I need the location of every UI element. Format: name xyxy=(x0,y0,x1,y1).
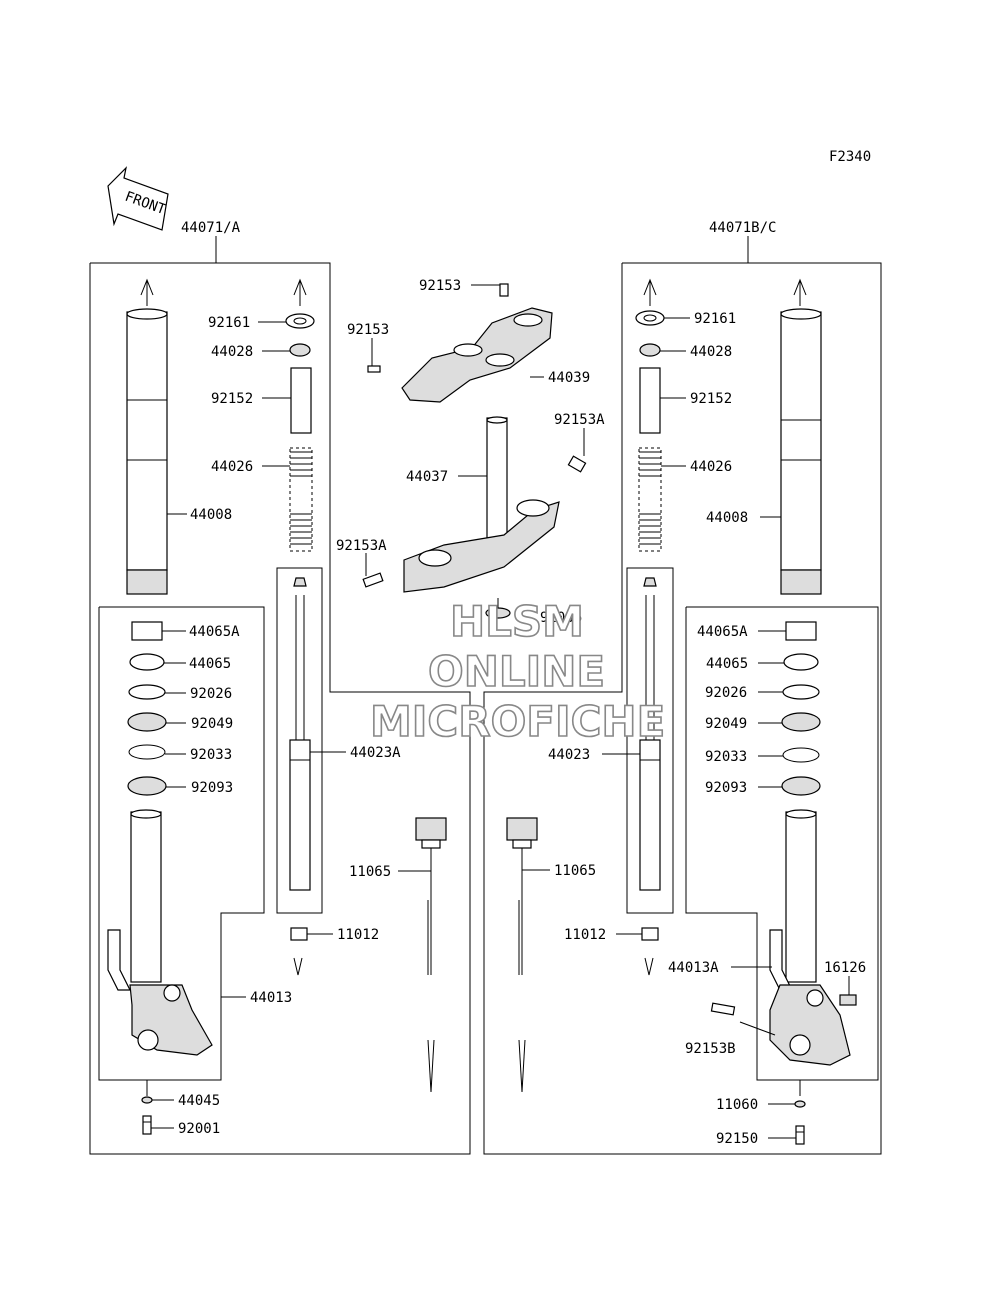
collar-92152-left xyxy=(290,367,312,434)
part-label[interactable]: 92153 xyxy=(419,278,461,294)
part-label[interactable]: 92093 xyxy=(705,780,747,796)
part-label[interactable]: 92152 xyxy=(690,391,732,407)
part-label[interactable]: 92152 xyxy=(211,391,253,407)
part-label[interactable]: 92049 xyxy=(705,716,747,732)
watermark-line1: HLSM xyxy=(450,597,584,646)
part-label[interactable]: 44065 xyxy=(706,656,748,672)
outer-tube-left xyxy=(126,278,168,595)
part-label[interactable]: 92026 xyxy=(705,685,747,701)
part-label[interactable]: 11012 xyxy=(337,927,379,943)
part-label[interactable]: 44037 xyxy=(406,469,448,485)
part-label[interactable]: 92049 xyxy=(191,716,233,732)
steering-stem-44037 xyxy=(362,416,587,593)
part-label[interactable]: 92033 xyxy=(705,749,747,765)
upper-bracket-44039 xyxy=(367,283,553,403)
part-label[interactable]: 92066 xyxy=(540,610,582,626)
dust-seal-92093-left xyxy=(127,776,167,796)
bushing-11012-right xyxy=(641,927,659,976)
bushing-44065a-right xyxy=(785,621,817,641)
bushing-44065a-left xyxy=(131,621,163,641)
bolt-92150-right xyxy=(795,1125,805,1145)
cartridge-11065-right xyxy=(506,817,538,1093)
part-label[interactable]: 44026 xyxy=(690,459,732,475)
part-label[interactable]: 92033 xyxy=(190,747,232,763)
part-label[interactable]: 44028 xyxy=(211,344,253,360)
part-label[interactable]: 92161 xyxy=(208,315,250,331)
part-label[interactable]: 44065 xyxy=(189,656,231,672)
watermark-line3: MICROFICHE xyxy=(370,697,665,746)
part-label[interactable]: 92026 xyxy=(190,686,232,702)
part-label[interactable]: 92153A xyxy=(336,538,387,554)
part-label[interactable]: 44008 xyxy=(190,507,232,523)
watermark: HLSM ONLINE MICROFICHE xyxy=(369,596,666,747)
circlip-92033-left xyxy=(128,744,166,760)
left-assembly-label: 44071/A xyxy=(181,220,241,236)
part-label[interactable]: 44045 xyxy=(178,1093,220,1109)
part-label[interactable]: 44023A xyxy=(350,745,401,761)
part-number-labels: 92161 44028 92152 44026 44008 44065A 440… xyxy=(178,278,866,1147)
part-label[interactable]: 92161 xyxy=(694,311,736,327)
left-assembly-frame xyxy=(89,262,471,1155)
part-label[interactable]: 92153A xyxy=(554,412,605,428)
washer-92026-left xyxy=(128,684,166,700)
part-label[interactable]: 11060 xyxy=(716,1097,758,1113)
bushing-44065-left xyxy=(129,653,165,671)
cap-44028-right xyxy=(639,343,661,357)
washer-92161-left xyxy=(285,278,315,329)
leader-lines xyxy=(151,284,850,1139)
part-label[interactable]: 44023 xyxy=(548,747,590,763)
inner-tube-44013-left xyxy=(107,809,213,1056)
washer-92161-right xyxy=(635,278,665,326)
bolt-92001-left xyxy=(142,1115,152,1135)
bushing-44065-right xyxy=(783,653,819,671)
front-arrow-icon: FRONT xyxy=(107,166,169,231)
oil-seal-92049-left xyxy=(127,712,167,732)
part-label[interactable]: 11065 xyxy=(554,863,596,879)
watermark-line2: ONLINE xyxy=(428,647,605,696)
circlip-92033-right xyxy=(782,747,820,763)
washer-11060-right xyxy=(794,1080,806,1108)
washer-92026-right xyxy=(782,684,820,700)
damper-rod-44023a-left xyxy=(289,577,311,891)
dust-seal-92093-right xyxy=(781,776,821,796)
cap-44028-left xyxy=(289,343,311,357)
part-label[interactable]: 44026 xyxy=(211,459,253,475)
part-label[interactable]: 16126 xyxy=(824,960,866,976)
part-label[interactable]: 44013 xyxy=(250,990,292,1006)
oil-seal-92049-right xyxy=(781,712,821,732)
part-label[interactable]: 11065 xyxy=(349,864,391,880)
part-label[interactable]: 44013A xyxy=(668,960,719,976)
part-label[interactable]: 92153B xyxy=(685,1041,736,1057)
part-label[interactable]: 92153 xyxy=(347,322,389,338)
collar-92152-right xyxy=(639,367,661,434)
figure-code: F2340 xyxy=(829,149,871,165)
bushing-11012-left xyxy=(290,927,308,976)
spring-44026-right xyxy=(638,447,662,552)
part-label[interactable]: 92093 xyxy=(191,780,233,796)
spring-44026-left xyxy=(289,447,313,552)
part-label[interactable]: 44028 xyxy=(690,344,732,360)
cartridge-11065-left xyxy=(415,817,447,1093)
inner-tube-44013a-right xyxy=(710,809,857,1066)
part-label[interactable]: 92001 xyxy=(178,1121,220,1137)
washer-44045-left xyxy=(141,1080,153,1104)
right-assembly-label: 44071B/C xyxy=(709,220,776,236)
part-label[interactable]: 44008 xyxy=(706,510,748,526)
outer-tube-right xyxy=(780,278,822,595)
part-label[interactable]: 92150 xyxy=(716,1131,758,1147)
right-assembly-frame xyxy=(483,262,882,1155)
part-label[interactable]: 44065A xyxy=(189,624,240,640)
part-label[interactable]: 44039 xyxy=(548,370,590,386)
part-label[interactable]: 11012 xyxy=(564,927,606,943)
damper-rod-44023-right xyxy=(639,577,661,891)
part-label[interactable]: 44065A xyxy=(697,624,748,640)
